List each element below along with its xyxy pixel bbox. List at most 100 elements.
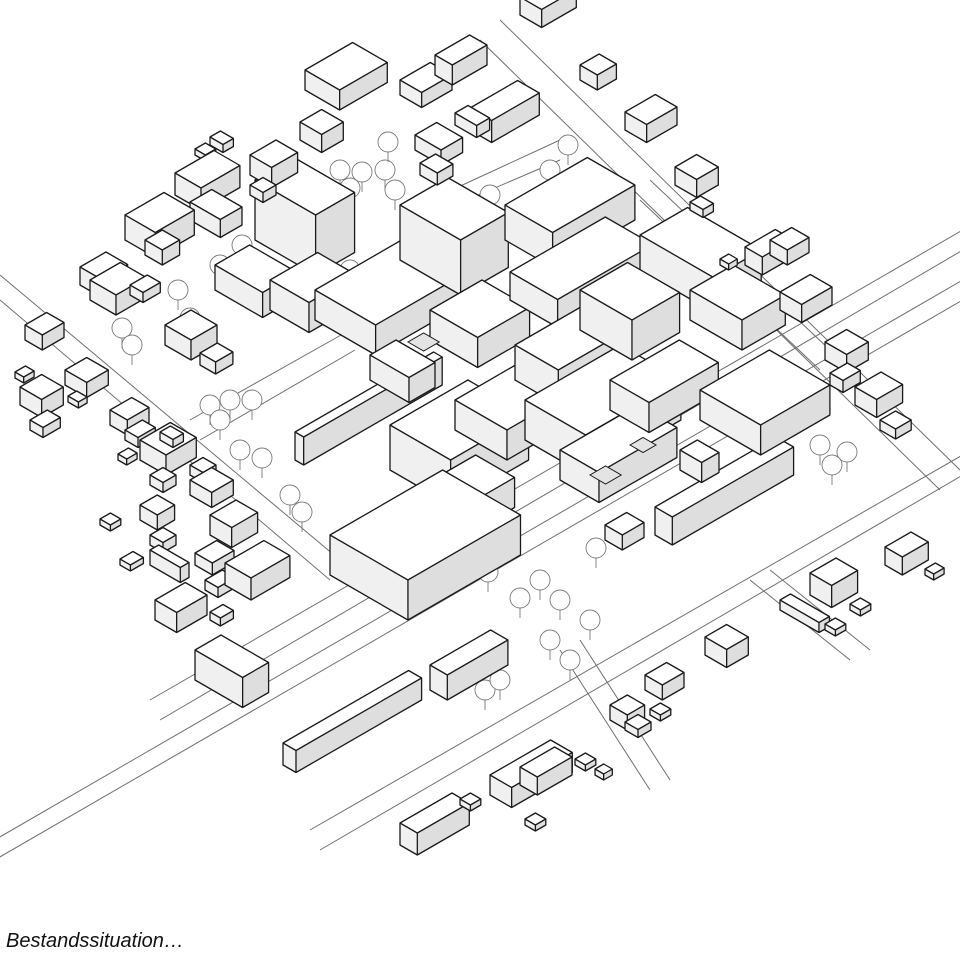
building-block	[719, 253, 738, 271]
buildings	[14, 0, 945, 856]
tree-icon	[509, 587, 531, 609]
road-line	[769, 569, 871, 651]
building-block	[194, 539, 235, 576]
tree-icon	[111, 317, 133, 339]
building-block	[524, 812, 547, 832]
building-block	[579, 53, 618, 91]
building-block	[419, 153, 454, 186]
tree-icon	[539, 629, 561, 651]
building-block	[624, 713, 652, 739]
building-block	[149, 544, 190, 584]
building-block	[454, 104, 491, 139]
building-block	[624, 93, 678, 144]
building-block	[249, 139, 299, 189]
building-block	[139, 494, 176, 531]
building-block	[654, 436, 795, 546]
building-block	[879, 410, 912, 440]
tree-icon	[229, 439, 251, 461]
road-line	[559, 649, 651, 791]
tree-icon	[241, 389, 263, 411]
building-block	[854, 371, 904, 419]
building-block	[159, 425, 185, 449]
tree-icon	[579, 609, 601, 631]
building-block	[809, 557, 859, 609]
tree-icon	[219, 389, 241, 411]
building-block	[689, 195, 715, 219]
building-block	[769, 226, 810, 266]
tree-icon	[279, 484, 301, 506]
tree-icon	[291, 501, 313, 523]
tree-icon	[209, 409, 231, 431]
tree-icon	[474, 679, 496, 701]
building-block	[924, 562, 945, 581]
building-block	[117, 447, 138, 466]
road-line	[309, 455, 960, 831]
building-block	[399, 792, 470, 856]
tree-icon	[557, 134, 579, 156]
building-block	[224, 539, 291, 601]
building-block	[399, 176, 509, 296]
tree-icon	[809, 434, 831, 456]
building-block	[304, 41, 388, 111]
building-block	[604, 511, 645, 551]
tree-icon	[251, 447, 273, 469]
tree-icon	[836, 441, 858, 463]
building-block	[164, 309, 218, 361]
building-block	[824, 617, 847, 637]
building-block	[429, 629, 509, 701]
building-block	[299, 108, 344, 154]
tree-icon	[329, 159, 351, 181]
building-block	[189, 188, 243, 239]
building-block	[519, 746, 573, 796]
courtyard	[588, 465, 623, 485]
tree-icon	[821, 454, 843, 476]
building-block	[609, 339, 719, 434]
building-block	[779, 593, 831, 634]
building-block	[459, 792, 482, 812]
building-block	[519, 0, 577, 29]
trees	[111, 131, 858, 710]
building-block	[679, 439, 720, 484]
building-block	[29, 409, 61, 439]
road-line	[319, 476, 960, 851]
building-block	[149, 466, 177, 494]
courtyard	[406, 332, 441, 352]
building-block	[434, 34, 488, 86]
isometric-site-plan	[0, 0, 960, 858]
building-block	[824, 328, 869, 374]
building-block	[209, 499, 259, 549]
building-block	[199, 342, 234, 375]
tree-icon	[529, 569, 551, 591]
building-block	[329, 469, 522, 621]
building-block	[829, 362, 861, 394]
building-block	[649, 702, 672, 722]
building-block	[884, 531, 929, 576]
building-block	[282, 669, 423, 774]
tree-icon	[374, 159, 396, 181]
building-block	[209, 130, 235, 154]
building-block	[194, 634, 270, 709]
building-block	[67, 390, 88, 409]
building-block	[779, 273, 833, 324]
tree-icon	[199, 394, 221, 416]
tree-icon	[585, 537, 607, 559]
tree-icon	[351, 161, 373, 183]
building-block	[119, 550, 145, 572]
building-block	[254, 156, 356, 276]
building-block	[144, 229, 181, 266]
building-block	[189, 466, 234, 509]
building-block	[129, 274, 161, 304]
building-block	[249, 176, 277, 204]
building-block	[24, 311, 65, 351]
caption: Bestandssituation…	[6, 930, 184, 952]
building-block	[579, 261, 681, 361]
building-block	[99, 512, 122, 532]
building-block	[14, 365, 35, 384]
tree-icon	[167, 279, 189, 301]
tree-icon	[384, 179, 406, 201]
building-block	[674, 153, 719, 199]
building-block	[209, 603, 235, 627]
building-block	[154, 581, 208, 634]
building-block	[574, 752, 597, 772]
building-block	[594, 763, 613, 781]
